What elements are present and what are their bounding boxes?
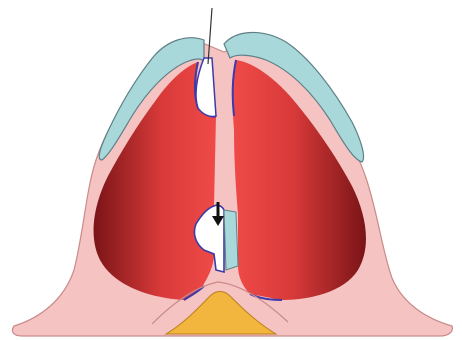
lower-cap-tissue bbox=[224, 210, 238, 270]
